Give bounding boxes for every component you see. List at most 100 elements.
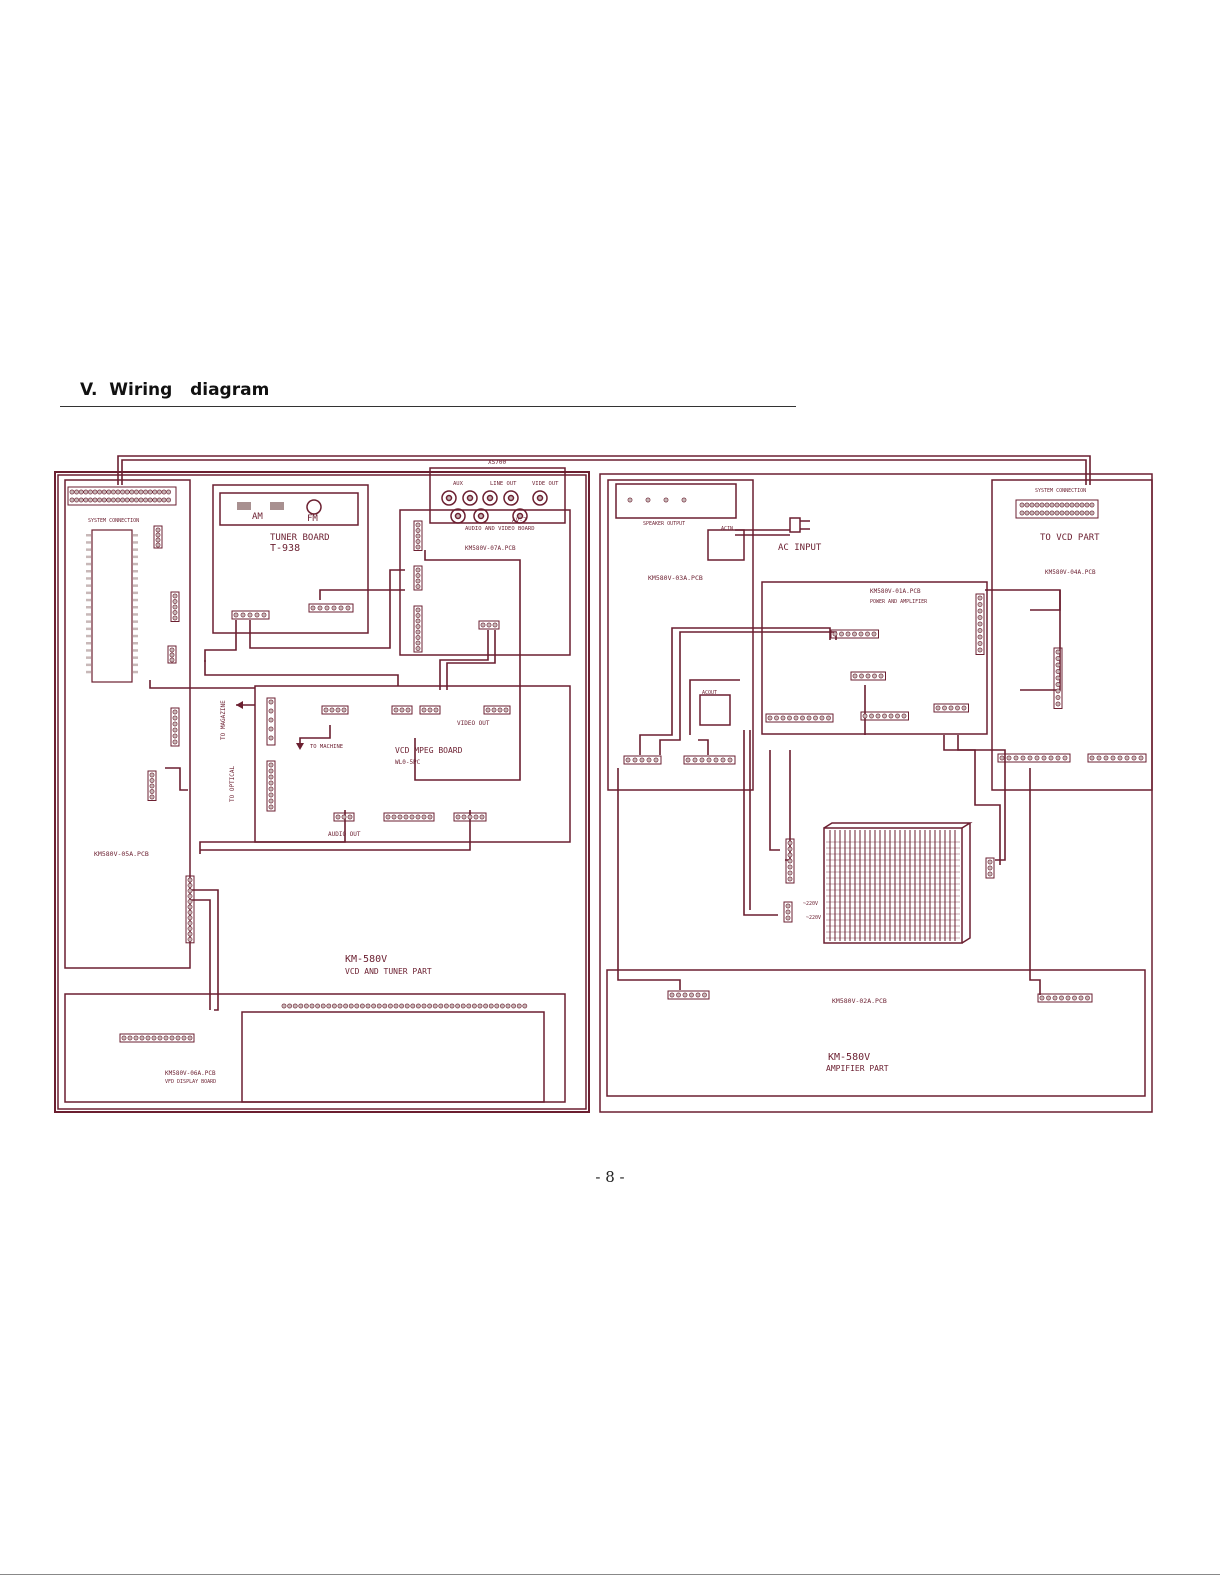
connector-pin xyxy=(695,992,701,998)
connector-pin xyxy=(1117,755,1123,761)
connector-pin xyxy=(149,794,155,800)
connector-pin xyxy=(483,1003,488,1009)
connector-pin xyxy=(338,605,344,611)
connector-pin xyxy=(143,489,148,495)
connector-pin xyxy=(1055,755,1061,761)
connector-pin xyxy=(187,904,193,910)
connector-pin xyxy=(415,635,421,640)
connector-housing xyxy=(623,755,662,765)
ic-leg xyxy=(86,606,91,609)
connector-pin xyxy=(443,1003,449,1009)
connector-pin xyxy=(335,707,341,713)
connector-pin xyxy=(78,497,84,503)
connector-housing xyxy=(667,990,710,1000)
connector-pin xyxy=(115,497,121,503)
connector-pin xyxy=(187,909,193,915)
ic-leg xyxy=(86,620,91,623)
connector-pin xyxy=(152,497,158,503)
connector-pin xyxy=(187,931,193,937)
av-jack-core-icon xyxy=(445,494,453,502)
connector-pin xyxy=(681,497,687,503)
connector-pin xyxy=(987,859,993,865)
audio-out-label: AUDIO OUT xyxy=(328,831,361,838)
connector-pin xyxy=(172,733,178,739)
connector-pin xyxy=(166,489,171,495)
connector-pin xyxy=(387,1003,393,1009)
av-jack-core-icon xyxy=(516,512,524,520)
connector-pin xyxy=(1046,995,1051,1001)
connector-pin xyxy=(869,713,874,719)
connector-pin xyxy=(977,595,983,601)
ic-leg xyxy=(86,541,91,544)
connector-pin xyxy=(187,899,193,904)
connector-pin xyxy=(324,605,330,611)
connector-pin xyxy=(172,610,178,615)
connector-pin xyxy=(1124,755,1130,761)
connector-pin xyxy=(415,539,421,544)
connector-pin xyxy=(1006,755,1012,761)
connector-pin xyxy=(106,489,112,495)
connector-pin xyxy=(359,1003,365,1009)
connector-housing xyxy=(783,901,793,923)
connector-pin xyxy=(268,717,274,723)
connector-pin xyxy=(341,814,347,820)
connector-housing xyxy=(170,591,180,622)
connector-pin xyxy=(129,497,135,503)
connector-pin xyxy=(157,1035,163,1041)
connector-pin xyxy=(787,858,793,864)
connector-pin xyxy=(433,707,439,713)
connector-pin xyxy=(787,870,793,876)
connector-pin xyxy=(432,1003,438,1009)
connector-pin xyxy=(393,707,399,713)
connector-pin xyxy=(1089,502,1095,508)
av-board-label: AUDIO AND VIDEO BOARD xyxy=(465,526,535,532)
connector-pin xyxy=(785,915,791,921)
ic-leg xyxy=(86,634,91,638)
connector-pin xyxy=(800,715,805,721)
ic-leg xyxy=(133,591,138,595)
connector-pin xyxy=(720,757,726,763)
ic-leg xyxy=(86,663,91,667)
connector-pin xyxy=(371,1003,376,1009)
connector-pin xyxy=(421,814,427,820)
connector-pin xyxy=(505,1003,511,1009)
connector-pin xyxy=(488,1003,494,1009)
main-ic xyxy=(91,529,133,683)
connector-pin xyxy=(466,1003,472,1009)
connector-pin xyxy=(143,497,148,503)
connector-pin xyxy=(365,1003,371,1009)
av-jack-icon xyxy=(512,508,528,524)
connector-pin xyxy=(399,1003,404,1009)
connector-pin xyxy=(1024,502,1030,508)
connector-pin xyxy=(1131,755,1137,761)
ic-leg xyxy=(133,656,138,659)
av-jack-icon xyxy=(532,490,548,506)
av-jack-icon xyxy=(503,490,519,506)
connector-pin xyxy=(460,1003,466,1009)
ic-leg xyxy=(86,555,91,559)
connector-pin xyxy=(955,705,960,711)
ic-leg xyxy=(133,606,138,609)
connector-pin xyxy=(172,599,178,604)
wiring-diagram: TUNER BOARD T-938 AM FM XS700 AUX LINE O… xyxy=(54,455,1153,1113)
connector-pin xyxy=(787,876,793,882)
connector-housing xyxy=(1053,647,1063,709)
av-jack-core-icon xyxy=(477,512,485,520)
connector-pin xyxy=(78,489,84,495)
connector-pin xyxy=(156,489,162,495)
connector-pin xyxy=(1034,502,1040,508)
connector-pin xyxy=(268,786,274,792)
connector-housing xyxy=(308,603,354,613)
connector-pin xyxy=(317,605,323,611)
connector-pin xyxy=(292,1003,298,1009)
connector-pin xyxy=(415,607,421,613)
am-block-1 xyxy=(237,502,251,510)
ic-leg xyxy=(86,562,91,566)
connector-pin xyxy=(871,631,877,637)
heading-underline xyxy=(60,406,796,407)
display-board-label: VFD DISPLAY BOARD xyxy=(165,1079,216,1085)
connector-pin xyxy=(120,497,125,503)
connector-pin xyxy=(438,1003,444,1009)
connector-pin xyxy=(1039,510,1045,516)
connector-pin xyxy=(699,757,705,763)
